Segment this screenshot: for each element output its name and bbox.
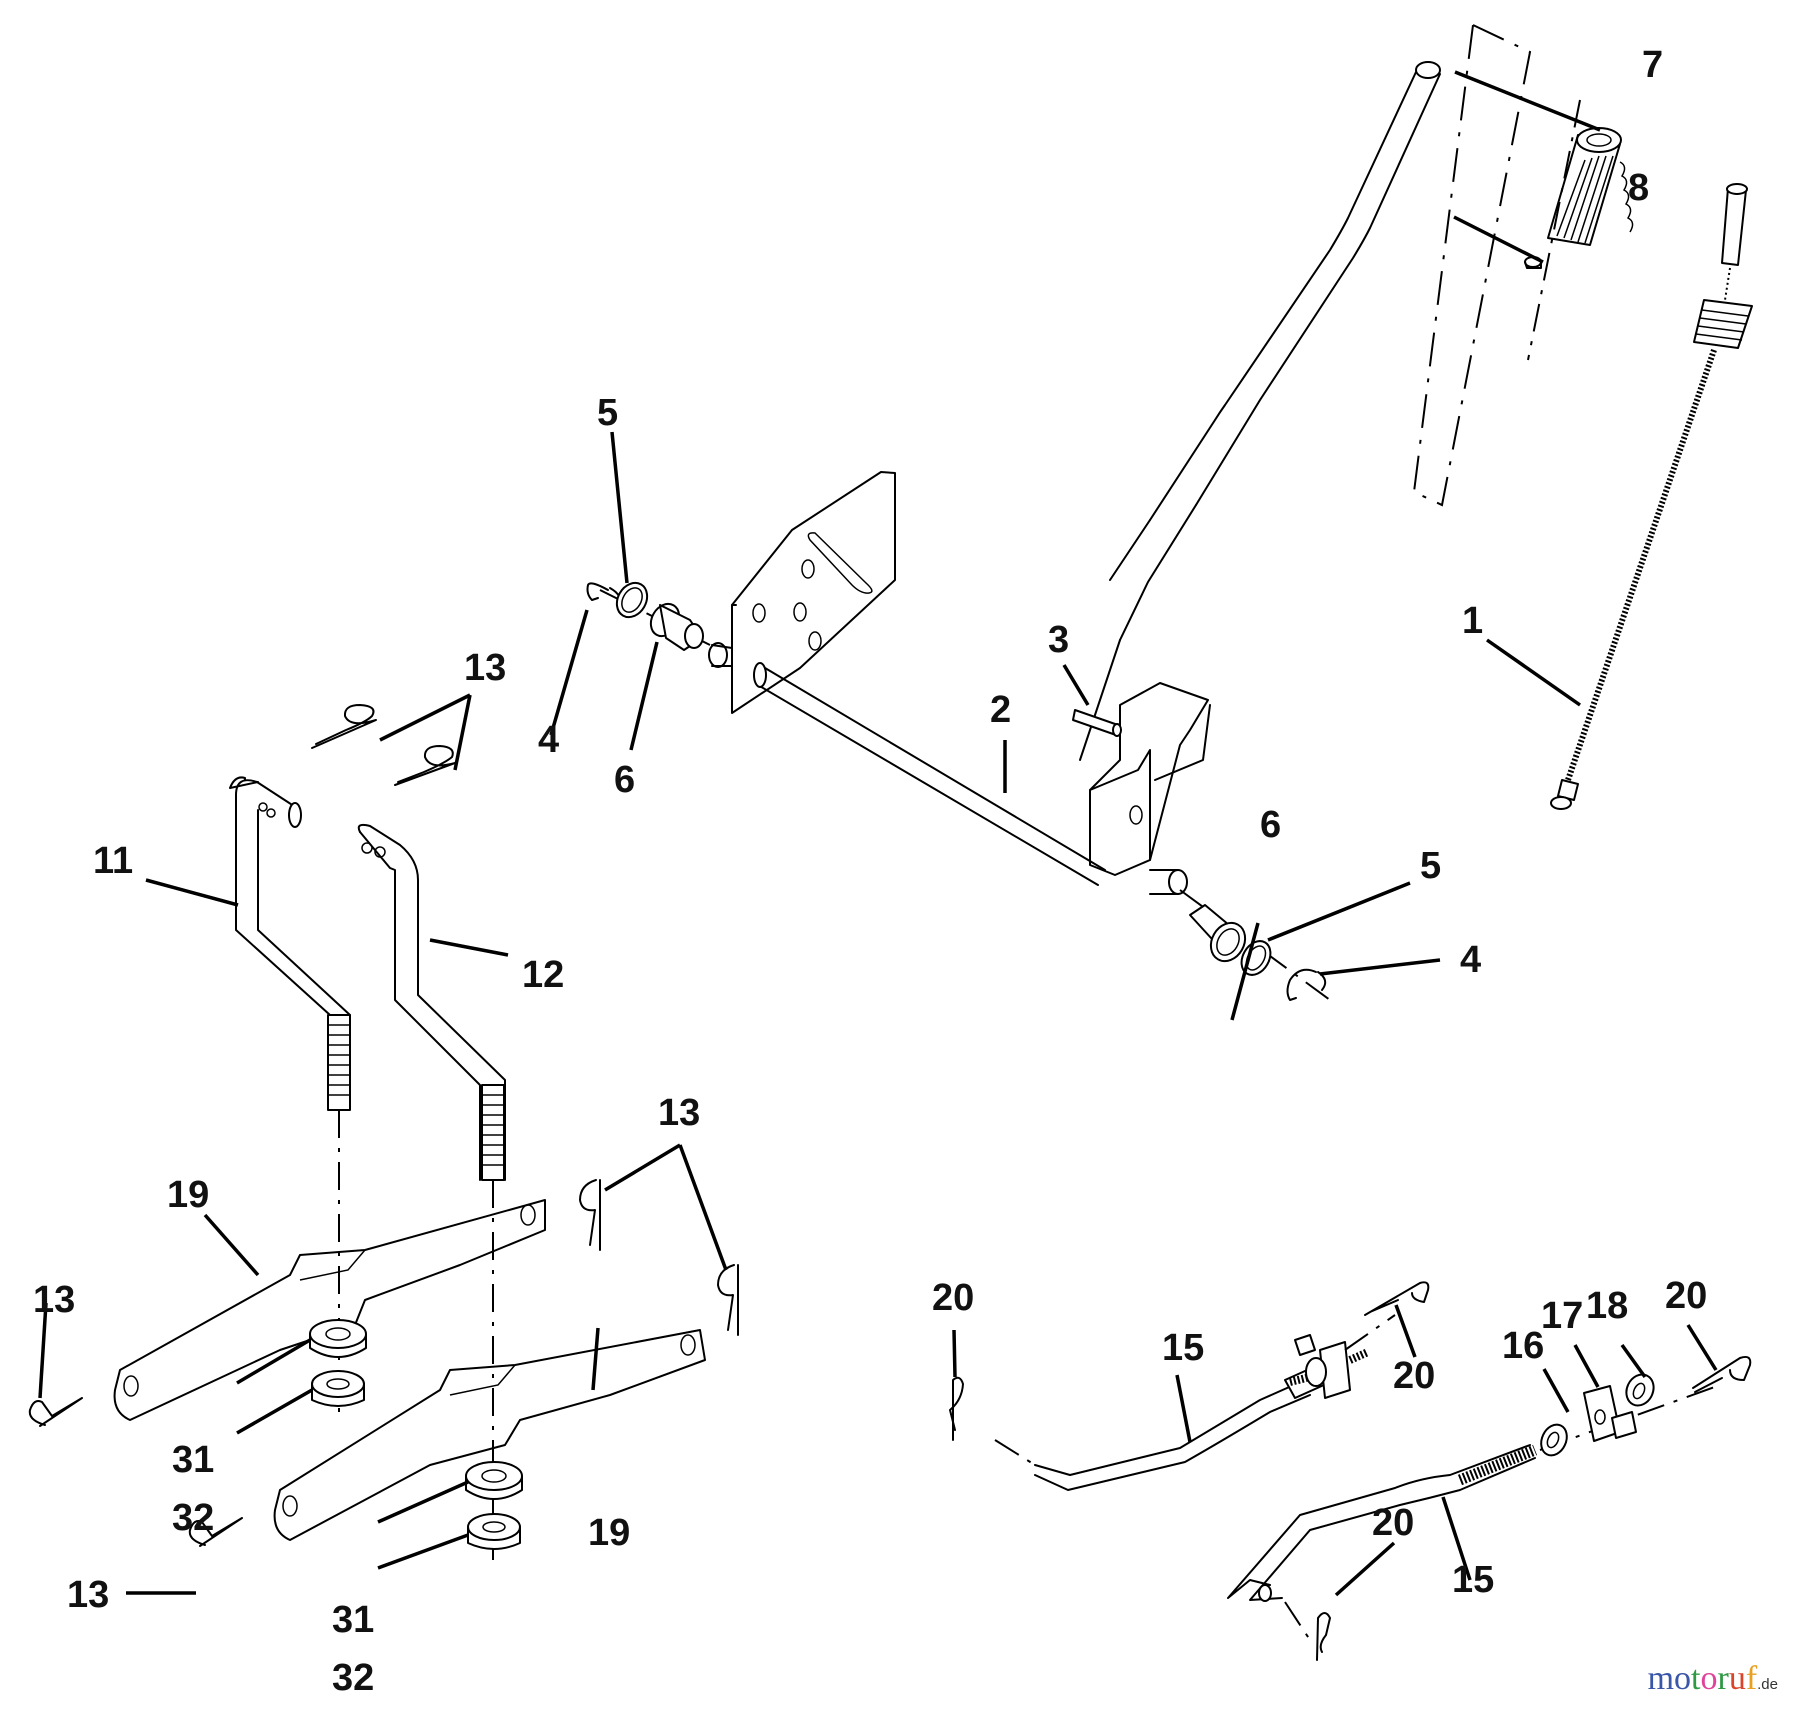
hairpin-clip-13-bottom — [188, 1517, 243, 1547]
grip — [1547, 127, 1634, 246]
roll-pin — [1072, 709, 1122, 737]
hex-nut-32-b — [467, 1513, 521, 1550]
callout-32-lower: 32 — [332, 1657, 374, 1699]
lift-link-left — [229, 776, 351, 1111]
leader-lines — [38, 70, 1718, 1597]
watermark-logo: motoruf.de — [1648, 1660, 1778, 1698]
adjustment-rod-upper — [1034, 1334, 1370, 1491]
watermark-letter: o — [1700, 1660, 1718, 1697]
hairpin-clip-20-right — [1692, 1355, 1752, 1393]
callout-19-upper: 19 — [167, 1174, 209, 1216]
phantom-outline — [1412, 24, 1532, 507]
hairpin-clip-13-mid-a — [579, 1179, 601, 1251]
callout-20-left: 20 — [932, 1277, 974, 1319]
washer-right — [1240, 940, 1272, 976]
callout-13-bottom: 13 — [67, 1574, 109, 1616]
callout-11: 11 — [93, 840, 133, 882]
callout-15-lower: 15 — [1452, 1559, 1494, 1601]
callout-4-left: 4 — [538, 719, 559, 761]
watermark-letter: f — [1745, 1660, 1758, 1697]
hairpin-clip-13-top-a — [311, 704, 377, 749]
cable — [1550, 183, 1753, 810]
hairpin-clip-20-upper — [1364, 1281, 1430, 1316]
callout-13-top: 13 — [464, 647, 506, 689]
callout-2: 2 — [990, 689, 1011, 731]
watermark-suffix: .de — [1757, 1676, 1778, 1693]
callout-13-left: 13 — [33, 1279, 75, 1321]
watermark-letter: u — [1728, 1660, 1746, 1697]
callout-5-right: 5 — [1420, 845, 1441, 887]
lift-link-right — [357, 823, 506, 1181]
lift-arm-upper — [113, 1199, 546, 1421]
spacer-31-b — [465, 1461, 523, 1500]
lift-arm-lower — [273, 1329, 706, 1541]
callout-12: 12 — [522, 954, 564, 996]
bushing-right — [1189, 904, 1247, 963]
callout-16: 16 — [1502, 1325, 1544, 1367]
callout-3: 3 — [1048, 619, 1069, 661]
callout-19-lower: 19 — [588, 1512, 630, 1554]
callout-4-right: 4 — [1460, 939, 1481, 981]
lift-shaft — [708, 471, 1188, 895]
trunnion-17 — [1583, 1385, 1637, 1442]
watermark-letter: o — [1674, 1660, 1692, 1697]
watermark-letter: m — [1647, 1660, 1675, 1697]
hex-nut-32-a — [311, 1370, 365, 1407]
e-ring-left — [586, 582, 621, 606]
hairpin-clip-13-mid-b — [717, 1264, 739, 1336]
callout-15-upper: 15 — [1162, 1327, 1204, 1369]
callout-5-left: 5 — [597, 392, 618, 434]
watermark-letter: t — [1691, 1660, 1701, 1697]
callout-13-mid: 13 — [658, 1092, 700, 1134]
callout-31-upper: 31 — [172, 1439, 214, 1481]
washer-left — [615, 581, 649, 619]
callout-20-right: 20 — [1665, 1275, 1707, 1317]
hairpin-clip-20-bottom — [1316, 1612, 1331, 1661]
callout-18: 18 — [1586, 1285, 1628, 1327]
callout-20-upper: 20 — [1393, 1355, 1435, 1397]
callout-1: 1 — [1462, 600, 1483, 642]
callout-8: 8 — [1628, 167, 1649, 209]
watermark-letter: r — [1717, 1660, 1729, 1697]
callout-6-left: 6 — [614, 759, 635, 801]
spacer-31-a — [309, 1319, 367, 1358]
callout-31-lower: 31 — [332, 1599, 374, 1641]
e-ring-right — [1286, 968, 1327, 1001]
bushing-left — [649, 602, 704, 651]
hairpin-clip-13-left — [28, 1397, 83, 1427]
callout-17: 17 — [1541, 1295, 1583, 1337]
callout-32-upper: 32 — [172, 1497, 214, 1539]
lift-handle — [1079, 61, 1441, 876]
hairpin-clip-20-left — [949, 1376, 964, 1441]
nut-16 — [1540, 1423, 1568, 1457]
callout-7: 7 — [1642, 44, 1663, 86]
lock-nut-18 — [1625, 1373, 1655, 1407]
adjustment-rod-lower — [1227, 1444, 1538, 1602]
hairpin-clip-13-top-b — [394, 745, 456, 786]
callout-6-right: 6 — [1260, 804, 1281, 846]
callout-20-bottom: 20 — [1372, 1502, 1414, 1544]
